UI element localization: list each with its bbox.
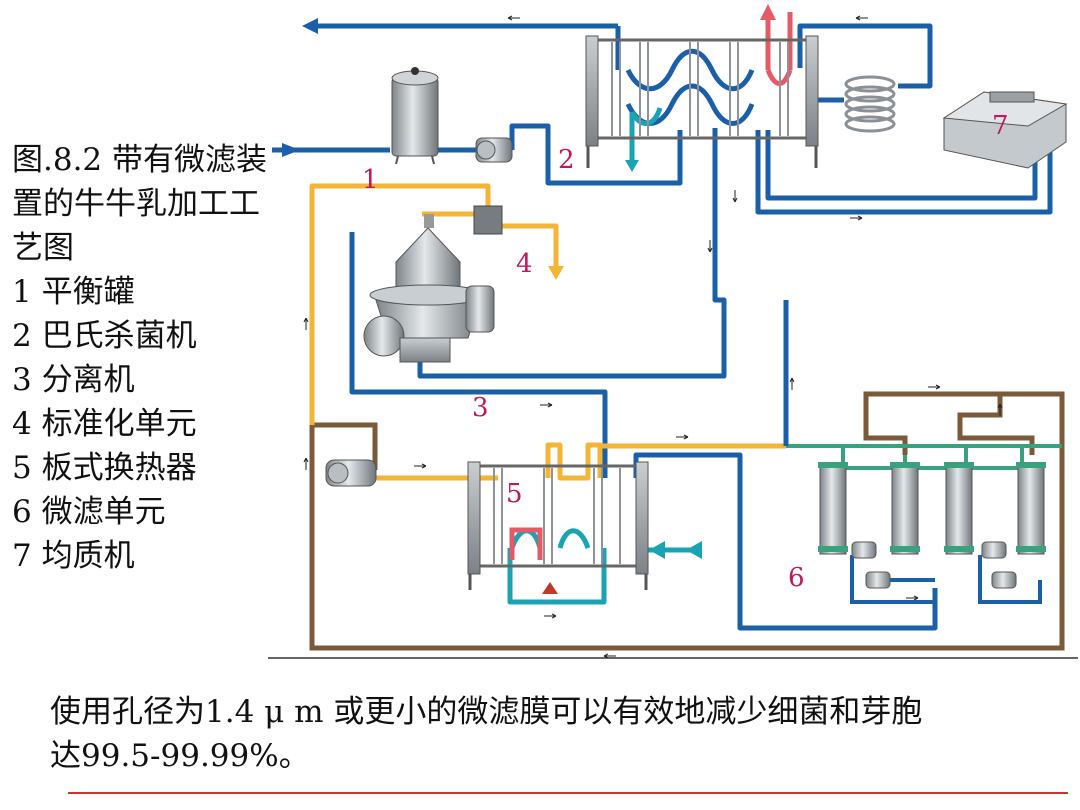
legend-item-4: 4 标准化单元 bbox=[12, 406, 197, 442]
legend-item-2: 2 巴氏杀菌机 bbox=[12, 318, 197, 354]
figure-legend: 图.8.2 带有微滤装置的牛牛乳加工工艺图 1 平衡罐 2 巴氏杀菌机 3 分离… bbox=[12, 138, 274, 578]
balance-tank bbox=[391, 67, 439, 165]
permeate-pipe bbox=[786, 444, 1062, 470]
flow-direction-arrows bbox=[303, 15, 1003, 659]
label-4: 4 bbox=[516, 249, 533, 279]
legend-item-6: 6 微滤单元 bbox=[12, 494, 166, 530]
cooling-inlet-arrow-icon bbox=[686, 541, 702, 559]
milk-inlet-arrow-icon bbox=[282, 143, 300, 157]
bottom-rule bbox=[68, 792, 1068, 794]
label-7: 7 bbox=[992, 111, 1009, 141]
microfilter-unit bbox=[818, 462, 1046, 589]
label-6: 6 bbox=[788, 563, 805, 593]
legend-item-7: 7 均质机 bbox=[12, 538, 135, 574]
hot-water-arrow-icon bbox=[760, 4, 776, 20]
caption: 使用孔径为1.4 μ m 或更小的微滤膜可以有效地减少细菌和芽胞 达99.5-9… bbox=[50, 690, 1050, 778]
cooling-arrow-icon bbox=[625, 160, 639, 172]
legend-item-5: 5 板式换热器 bbox=[12, 450, 197, 486]
milk-pipe bbox=[272, 23, 1053, 631]
label-3: 3 bbox=[472, 393, 489, 423]
booster-pump bbox=[325, 459, 377, 487]
pasteuriser bbox=[585, 35, 819, 168]
standardisation-unit bbox=[473, 205, 503, 235]
cooling-inlet-arrow-2-icon bbox=[649, 541, 665, 559]
legend-item-3: 3 分离机 bbox=[12, 362, 135, 398]
separator bbox=[363, 214, 495, 363]
standardised-cream-arrow-icon bbox=[548, 266, 564, 280]
label-2: 2 bbox=[558, 145, 575, 175]
steam-inlet-arrow-icon bbox=[542, 582, 558, 594]
legend-item-1: 1 平衡罐 bbox=[12, 274, 135, 310]
heating-loop-pipe bbox=[509, 527, 543, 560]
caption-line-1: 使用孔径为1.4 μ m 或更小的微滤膜可以有效地减少细菌和芽胞 bbox=[50, 694, 923, 730]
milk-outlet-arrow-icon bbox=[302, 18, 318, 34]
homogeniser bbox=[942, 91, 1068, 169]
label-1: 1 bbox=[362, 165, 379, 195]
holding-tube bbox=[844, 75, 896, 133]
figure-title: 图.8.2 带有微滤装置的牛牛乳加工工艺图 bbox=[12, 142, 268, 266]
feed-pump bbox=[475, 137, 513, 163]
label-5: 5 bbox=[506, 479, 523, 509]
plate-heat-exchanger bbox=[467, 461, 649, 590]
caption-line-2: 达99.5-99.99%。 bbox=[50, 738, 310, 774]
